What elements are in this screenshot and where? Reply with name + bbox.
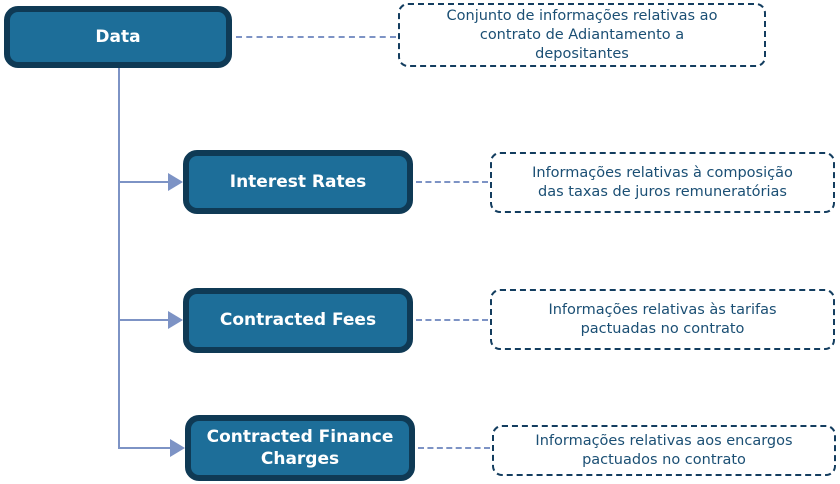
annotation-contracted-fees-line: pactuadas no contrato bbox=[580, 320, 745, 337]
dashed-connector-contracted-fees-annotation bbox=[416, 319, 488, 321]
annotation-interest-rates: Informações relativas à composição das t… bbox=[490, 152, 835, 213]
dashed-connector-interest-rates-annotation bbox=[416, 181, 488, 183]
node-data-label: Data bbox=[95, 26, 141, 47]
annotation-contracted-finance-charges-line: Informações relativas aos encargos bbox=[535, 432, 793, 449]
node-contracted-finance-charges-label: Contracted Finance Charges bbox=[206, 426, 394, 469]
arrow-icon-contracted-finance-charges bbox=[170, 439, 185, 457]
annotation-data-line: contrato de Adiantamento a bbox=[479, 26, 685, 43]
node-contracted-finance-charges: Contracted Finance Charges bbox=[185, 415, 415, 481]
annotation-interest-rates-line: das taxas de juros remuneratórias bbox=[538, 183, 787, 200]
node-contracted-fees: Contracted Fees bbox=[183, 288, 413, 353]
node-interest-rates-label: Interest Rates bbox=[229, 171, 367, 192]
branch-line-contracted-finance-charges bbox=[119, 447, 170, 449]
dashed-connector-data-annotation bbox=[236, 36, 396, 38]
trunk-connector-line bbox=[118, 68, 120, 449]
node-data: Data bbox=[4, 6, 232, 68]
annotation-data-line: depositantes bbox=[535, 45, 629, 62]
annotation-data-line: Conjunto de informações relativas ao bbox=[446, 7, 718, 24]
arrow-icon-interest-rates bbox=[168, 173, 183, 191]
arrow-icon-contracted-fees bbox=[168, 311, 183, 329]
annotation-contracted-finance-charges: Informações relativas aos encargos pactu… bbox=[492, 425, 836, 476]
annotation-contracted-fees: Informações relativas às tarifas pactuad… bbox=[490, 289, 835, 350]
annotation-contracted-finance-charges-line: pactuados no contrato bbox=[582, 451, 746, 468]
node-contracted-fees-label: Contracted Fees bbox=[219, 310, 377, 331]
branch-line-contracted-fees bbox=[119, 319, 169, 321]
annotation-contracted-fees-line: Informações relativas às tarifas bbox=[548, 301, 777, 318]
node-interest-rates: Interest Rates bbox=[183, 150, 413, 214]
dashed-connector-contracted-finance-charges-annotation bbox=[418, 447, 490, 449]
branch-line-interest-rates bbox=[119, 181, 169, 183]
annotation-interest-rates-line: Informações relativas à composição bbox=[532, 164, 793, 181]
annotation-data: Conjunto de informações relativas ao con… bbox=[398, 3, 766, 67]
